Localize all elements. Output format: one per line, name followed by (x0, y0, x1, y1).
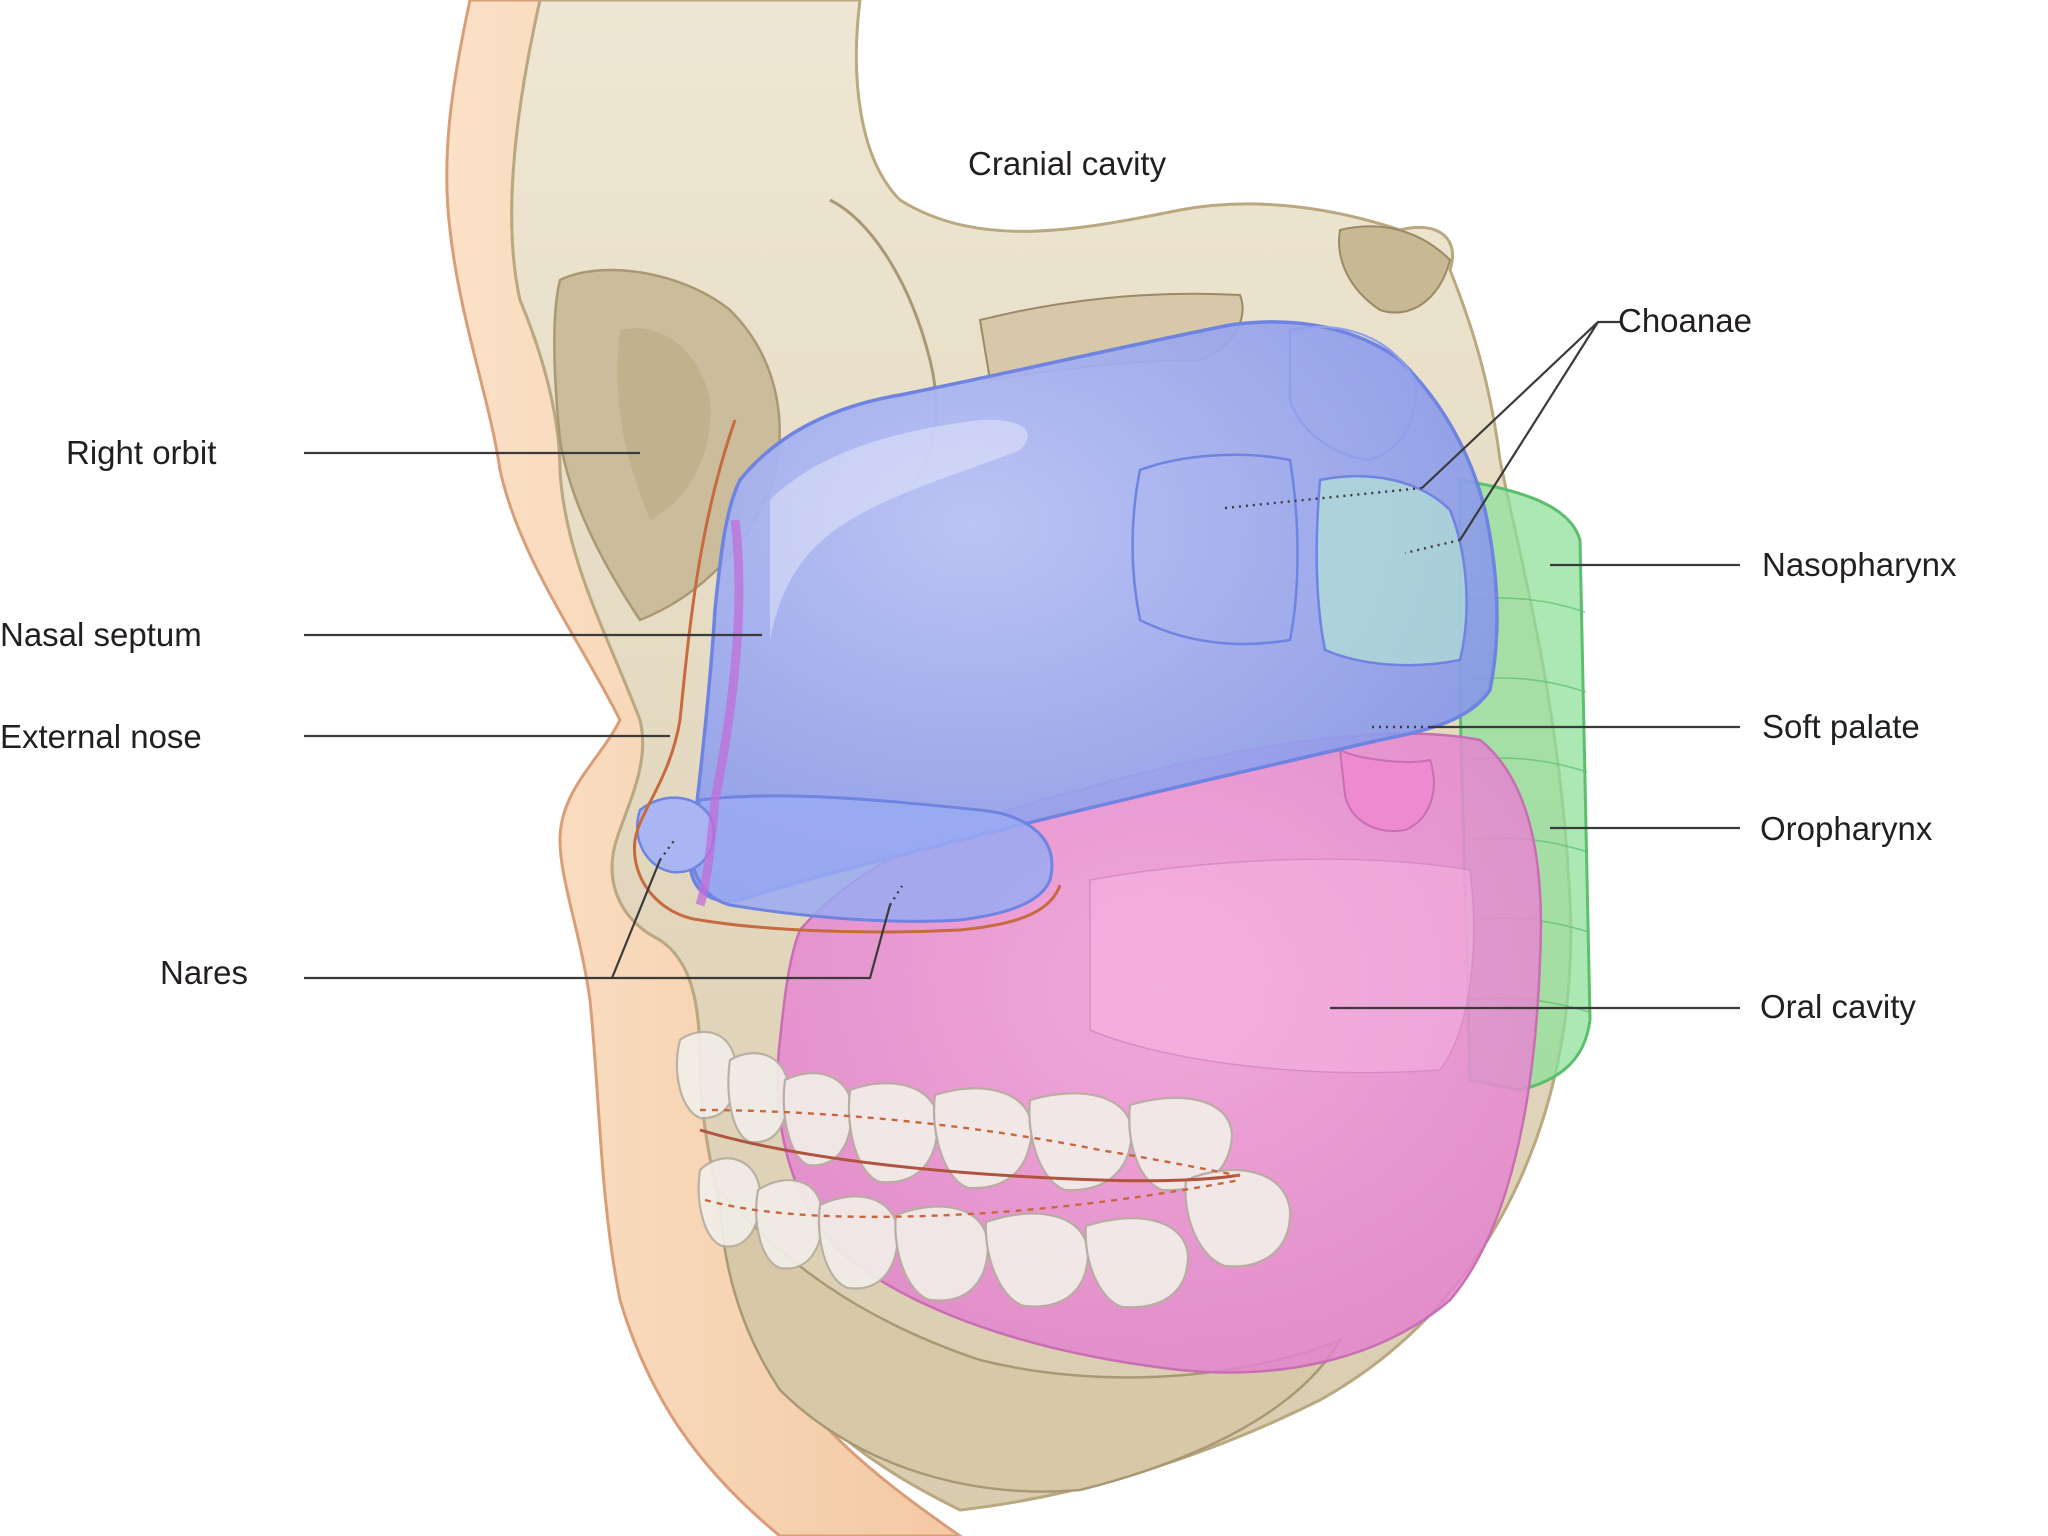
label-choanae: Choanae (1618, 302, 1752, 339)
leader-choanae-dotted-1 (1224, 486, 1423, 510)
leader-nares-branch-a (610, 859, 662, 979)
label-soft-palate: Soft palate (1762, 708, 1920, 745)
uvula (1338, 748, 1435, 832)
sphenoid-wing (1338, 225, 1452, 314)
leader-choanae (1421, 320, 1620, 489)
choana-left (1131, 453, 1299, 646)
nasal-highlight (770, 419, 1028, 640)
mandible (718, 1186, 1343, 1493)
leader-lines (304, 320, 1740, 1010)
bite-line (699, 1128, 1241, 1183)
bite-line-dashed-lower (704, 1178, 1241, 1219)
label-oropharynx: Oropharynx (1760, 810, 1933, 847)
bite-line-dashed-upper (699, 1108, 1241, 1178)
leader-nares-branch-b (612, 904, 892, 980)
tongue-shading (1089, 858, 1475, 1074)
label-nasal-septum: Nasal septum (0, 616, 202, 653)
leader-choanae-dotted-2 (1404, 538, 1461, 555)
choana-right (1315, 475, 1468, 667)
nasal-septum-strip (695, 519, 744, 907)
nasal-floor (688, 794, 1054, 923)
teeth (675, 1030, 1292, 1309)
orbit-inner (617, 328, 711, 520)
choanae-tube (1288, 326, 1417, 462)
label-nasopharynx: Nasopharynx (1762, 546, 1957, 583)
leader-choanae-2 (1459, 321, 1599, 541)
label-nares: Nares (160, 954, 248, 991)
label-right-orbit: Right orbit (66, 434, 216, 471)
label-oral-cavity: Oral cavity (1760, 988, 1916, 1025)
leader-nares-dotted-a (659, 837, 677, 861)
label-cranial-cavity: Cranial cavity (968, 145, 1167, 182)
labels: Cranial cavity Choanae Right orbit Nasop… (0, 145, 1957, 1025)
label-external-nose: External nose (0, 718, 202, 755)
